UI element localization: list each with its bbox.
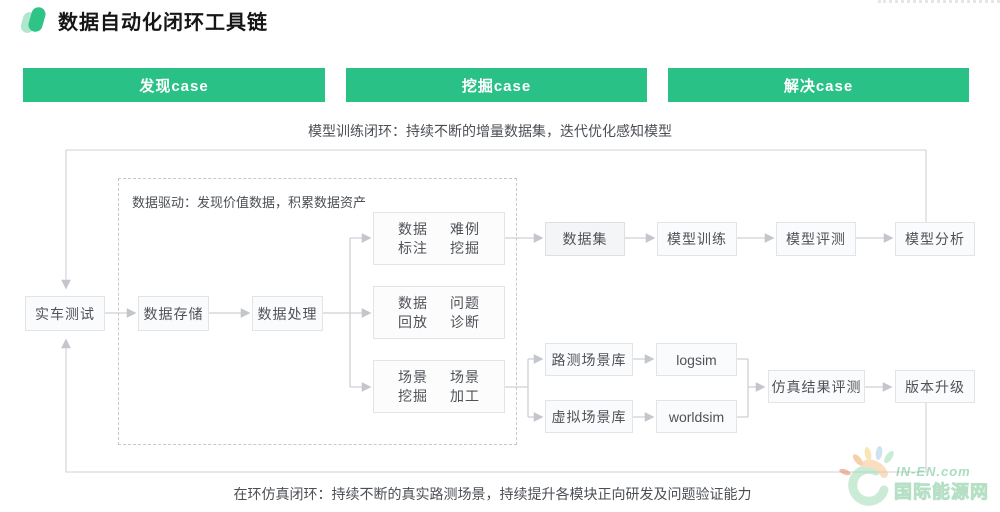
issue-diagnosis-label: 问题 (450, 294, 480, 311)
top-right-dotted-artifact (878, 0, 1000, 3)
node-dataset: 数据集 (545, 222, 625, 256)
node-scene-mining: 场景 挖掘 场景 加工 (373, 360, 505, 413)
banner-discover-case: 发现case (23, 68, 325, 102)
node-version-upgrade: 版本升级 (895, 370, 975, 403)
data-driven-label: 数据驱动：发现价值数据，积累数据资产 (132, 195, 367, 210)
scene-processing-label: 场景 (450, 368, 480, 385)
model-training-loop-label: 模型训练闭环：持续不断的增量数据集，迭代优化感知模型 (308, 123, 672, 139)
node-model-evaluation: 模型评测 (776, 222, 856, 256)
node-replay-diagnosis: 数据 回放 问题 诊断 (373, 286, 505, 339)
node-sim-result-evaluation: 仿真结果评测 (768, 370, 865, 403)
node-worldsim: worldsim (656, 400, 737, 433)
scene-mining-label: 场景 (398, 368, 428, 385)
page-title: 数据自动化闭环工具链 (58, 11, 268, 34)
node-annotation-mining: 数据 标注 难例 挖掘 (373, 212, 505, 265)
node-road-scene-library: 路测场景库 (545, 343, 633, 376)
data-driven-region: 数据驱动：发现价值数据，积累数据资产 (118, 178, 517, 445)
node-data-storage: 数据存储 (138, 296, 209, 331)
node-real-vehicle-test: 实车测试 (25, 296, 105, 331)
node-logsim: logsim (656, 343, 737, 376)
node-model-analysis: 模型分析 (895, 222, 975, 256)
node-model-training: 模型训练 (657, 222, 737, 256)
header: 数据自动化闭环工具链 (19, 5, 268, 35)
hard-case-label: 难例 (450, 220, 480, 237)
banner-mine-case: 挖掘case (346, 68, 647, 102)
banner-solve-case: 解决case (668, 68, 969, 102)
replay-label: 数据 (398, 294, 428, 311)
node-data-processing: 数据处理 (252, 296, 323, 331)
node-virtual-scene-library: 虚拟场景库 (545, 400, 633, 433)
annotation-label: 数据 (398, 220, 428, 237)
simulation-loop-label: 在环仿真闭环：持续不断的真实路测场景，持续提升各模块正向研发及问题验证能力 (233, 486, 752, 502)
